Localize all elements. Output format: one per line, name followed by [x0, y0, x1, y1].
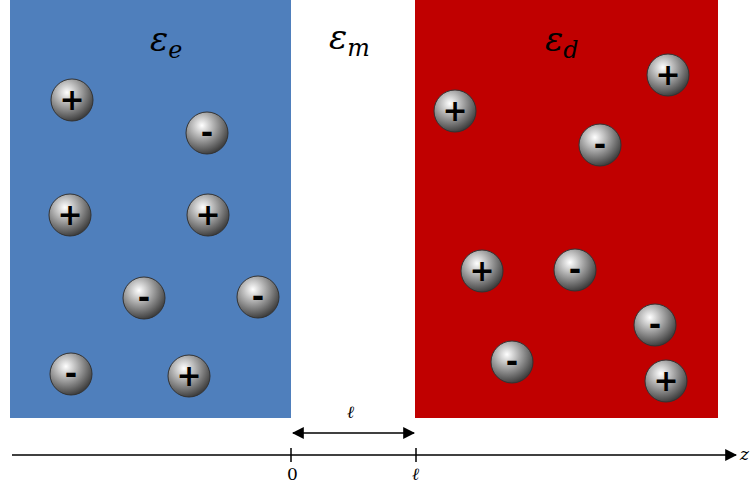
ion-circle	[186, 112, 228, 154]
ion-sphere: -	[236, 275, 280, 319]
z-axis	[12, 454, 736, 456]
ion-circle	[50, 353, 92, 395]
tick-label: 0	[287, 466, 298, 483]
dielectric-region: εd++-+---+	[415, 0, 718, 418]
width-label: ℓ	[347, 404, 354, 421]
ion-sphere: +	[644, 359, 688, 403]
charge-sign: +	[167, 354, 211, 398]
tick-label: ℓ	[412, 466, 419, 483]
ion-sphere: +	[167, 354, 211, 398]
ion-circle	[491, 341, 533, 383]
charge-sign: -	[553, 248, 597, 292]
charge-sign: -	[578, 123, 622, 167]
charge-sign: +	[644, 359, 688, 403]
ion-circle	[49, 194, 91, 236]
width-arrow	[293, 432, 414, 434]
charge-sign: +	[48, 193, 92, 237]
ion-sphere: -	[633, 303, 677, 347]
permittivity-label: εm	[329, 20, 370, 61]
ion-sphere: +	[646, 53, 690, 97]
electrolyte-region: εe+-++---+	[10, 0, 291, 418]
ion-sphere: -	[578, 123, 622, 167]
ion-sphere: +	[433, 89, 477, 133]
ion-sphere: +	[50, 78, 94, 122]
charge-sign: +	[186, 193, 230, 237]
charge-sign: +	[646, 53, 690, 97]
ion-circle	[554, 249, 596, 291]
charge-sign: -	[122, 276, 166, 320]
charge-sign: -	[185, 111, 229, 155]
charge-sign: +	[460, 249, 504, 293]
axis-name: z	[740, 446, 749, 463]
ion-circle	[634, 304, 676, 346]
charge-sign: +	[50, 78, 94, 122]
permittivity-label: εe	[150, 22, 182, 63]
tick-ell	[415, 448, 417, 462]
ion-circle	[187, 194, 229, 236]
ion-sphere: +	[186, 193, 230, 237]
charge-sign: -	[49, 352, 93, 396]
ion-sphere: -	[49, 352, 93, 396]
permittivity-label: εd	[545, 22, 578, 63]
ion-circle	[647, 54, 689, 96]
ion-circle	[645, 360, 687, 402]
ion-circle	[461, 250, 503, 292]
ion-circle	[123, 277, 165, 319]
ion-circle	[168, 355, 210, 397]
ion-circle	[434, 90, 476, 132]
ion-sphere: -	[553, 248, 597, 292]
ion-sphere: +	[48, 193, 92, 237]
ion-sphere: -	[185, 111, 229, 155]
charge-sign: -	[633, 303, 677, 347]
charge-sign: +	[433, 89, 477, 133]
ion-circle	[579, 124, 621, 166]
tick-zero	[290, 448, 292, 462]
ion-sphere: +	[460, 249, 504, 293]
ion-sphere: -	[490, 340, 534, 384]
membrane-band: εm	[291, 0, 415, 418]
ion-circle	[237, 276, 279, 318]
ion-circle	[51, 79, 93, 121]
ion-sphere: -	[122, 276, 166, 320]
charge-sign: -	[236, 275, 280, 319]
charge-sign: -	[490, 340, 534, 384]
